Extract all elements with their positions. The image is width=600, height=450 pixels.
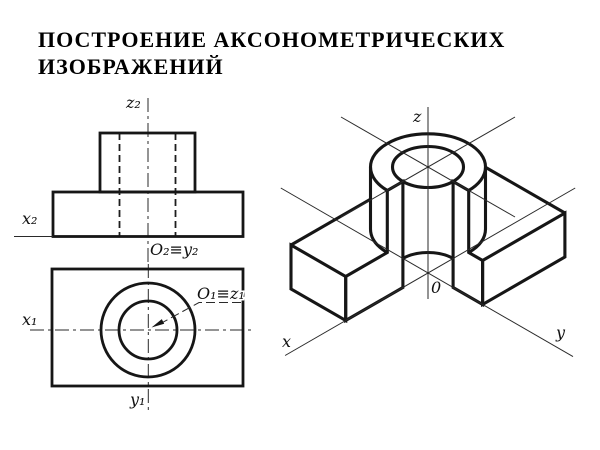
top-view-boss-circle [99, 281, 197, 379]
axo-y-axis-label: y [555, 323, 566, 342]
top-view-hole-circle [117, 299, 179, 361]
axo-x-axis [284, 187, 576, 356]
axo-origin-label: 0 [431, 278, 441, 297]
top-view-base-outline [50, 267, 245, 388]
axo-y-axis [280, 187, 574, 358]
top-view-x-axis-label: x₁ [22, 310, 37, 329]
top-view-center-label: O₁≡z₁ [197, 284, 245, 303]
base-right-front-face [481, 210, 567, 308]
top-view: x₁ y₁ O₁≡z₁ [21, 264, 252, 411]
axonometric-view: z x y 0 [280, 106, 576, 358]
front-view: z₂ x₂ O₂≡y₂ [14, 92, 245, 262]
axo-x-axis-label: x [282, 332, 291, 351]
slide-title-line1: ПОСТРОЕНИЕ АКСОНОМЕТРИЧЕСКИХ [38, 27, 506, 52]
center-callout-arrowhead [151, 319, 165, 328]
top-view-y-axis-label: y₁ [129, 390, 145, 409]
base-back-right-top-edge [484, 165, 566, 215]
base-left-front-face [289, 242, 348, 324]
front-view-x-axis-label: x₂ [22, 209, 37, 228]
left-section-cut-face [344, 178, 405, 324]
axo-z-axis-label: z [412, 107, 422, 126]
base-back-left-top-edge [290, 197, 372, 247]
right-section-cut-face [451, 178, 485, 308]
front-view-boss-outline [98, 131, 197, 194]
center-callout-leader-line [156, 302, 241, 326]
slide-title-line2: ИЗОБРАЖЕНИЙ [38, 54, 224, 79]
front-view-z-axis-label: z₂ [125, 93, 141, 112]
front-view-origin-label: O₂≡y₂ [150, 240, 198, 259]
slide-title: ПОСТРОЕНИЕ АКСОНОМЕТРИЧЕСКИХ ИЗОБРАЖЕНИЙ [38, 26, 568, 80]
